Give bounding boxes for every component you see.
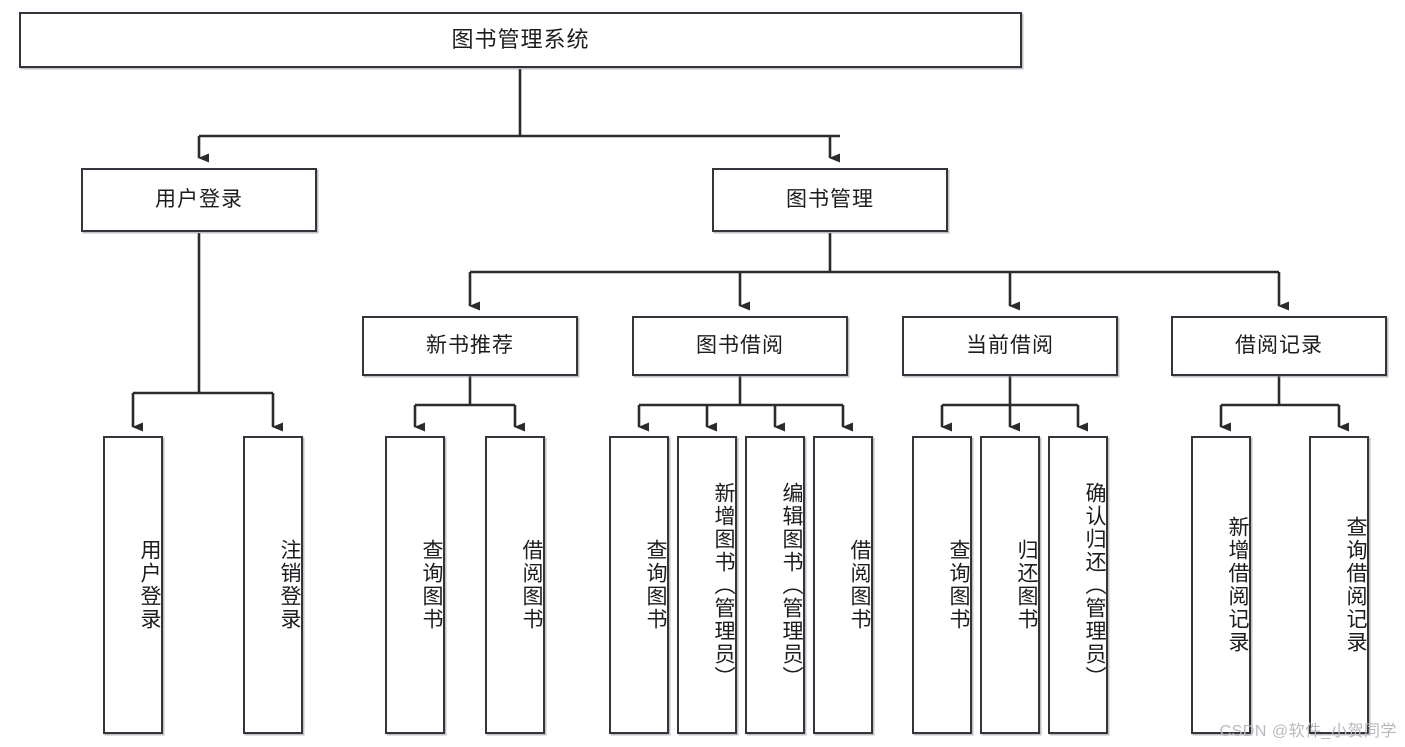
node-leaf-add-book[interactable]: 新增图书（管理员） — [677, 436, 737, 734]
node-label: 当前借阅 — [966, 334, 1054, 358]
node-book-manage[interactable]: 图书管理 — [712, 168, 948, 232]
node-new-book-recommend[interactable]: 新书推荐 — [362, 316, 578, 376]
node-user-login[interactable]: 用户登录 — [81, 168, 317, 232]
node-current-borrow[interactable]: 当前借阅 — [902, 316, 1118, 376]
node-label: 新增图书（管理员） — [712, 481, 735, 689]
node-label: 图书借阅 — [696, 334, 784, 358]
node-leaf-query-book-borrow[interactable]: 查询图书 — [609, 436, 669, 734]
node-leaf-borrow-book-recommend[interactable]: 借阅图书 — [485, 436, 545, 734]
node-leaf-logout-login[interactable]: 注销登录 — [243, 436, 303, 734]
node-leaf-return-book[interactable]: 归还图书 — [980, 436, 1040, 734]
node-leaf-user-login[interactable]: 用户登录 — [103, 436, 163, 734]
node-label: 确认归还（管理员） — [1083, 481, 1106, 689]
node-label: 注销登录 — [278, 539, 301, 631]
node-label: 归还图书 — [1015, 539, 1038, 631]
node-leaf-borrow-book[interactable]: 借阅图书 — [813, 436, 873, 734]
node-label: 借阅图书 — [520, 539, 543, 631]
csdn-watermark: CSDN @软件_小贺同学 — [1219, 723, 1397, 740]
node-borrow-record[interactable]: 借阅记录 — [1171, 316, 1387, 376]
node-label: 查询图书 — [644, 539, 667, 631]
node-book-borrow[interactable]: 图书借阅 — [632, 316, 848, 376]
node-leaf-query-book-recommend[interactable]: 查询图书 — [385, 436, 445, 734]
node-root-book-management-system[interactable]: 图书管理系统 — [19, 12, 1022, 68]
node-label: 用户登录 — [155, 188, 243, 212]
node-label: 新增借阅记录 — [1226, 516, 1249, 654]
node-leaf-query-book-current[interactable]: 查询图书 — [912, 436, 972, 734]
node-leaf-add-borrow-record[interactable]: 新增借阅记录 — [1191, 436, 1251, 734]
node-label: 借阅记录 — [1235, 334, 1323, 358]
node-label: 借阅图书 — [848, 539, 871, 631]
node-label: 图书管理 — [786, 188, 874, 212]
node-label: 编辑图书（管理员） — [780, 481, 803, 689]
node-leaf-query-borrow-record[interactable]: 查询借阅记录 — [1309, 436, 1369, 734]
node-label: 图书管理系统 — [451, 26, 590, 52]
node-leaf-confirm-return[interactable]: 确认归还（管理员） — [1048, 436, 1108, 734]
node-label: 查询图书 — [420, 539, 443, 631]
node-label: 查询图书 — [947, 539, 970, 631]
node-label: 新书推荐 — [426, 334, 514, 358]
node-label: 用户登录 — [138, 539, 161, 631]
node-label: 查询借阅记录 — [1344, 516, 1367, 654]
node-leaf-edit-book[interactable]: 编辑图书（管理员） — [745, 436, 805, 734]
